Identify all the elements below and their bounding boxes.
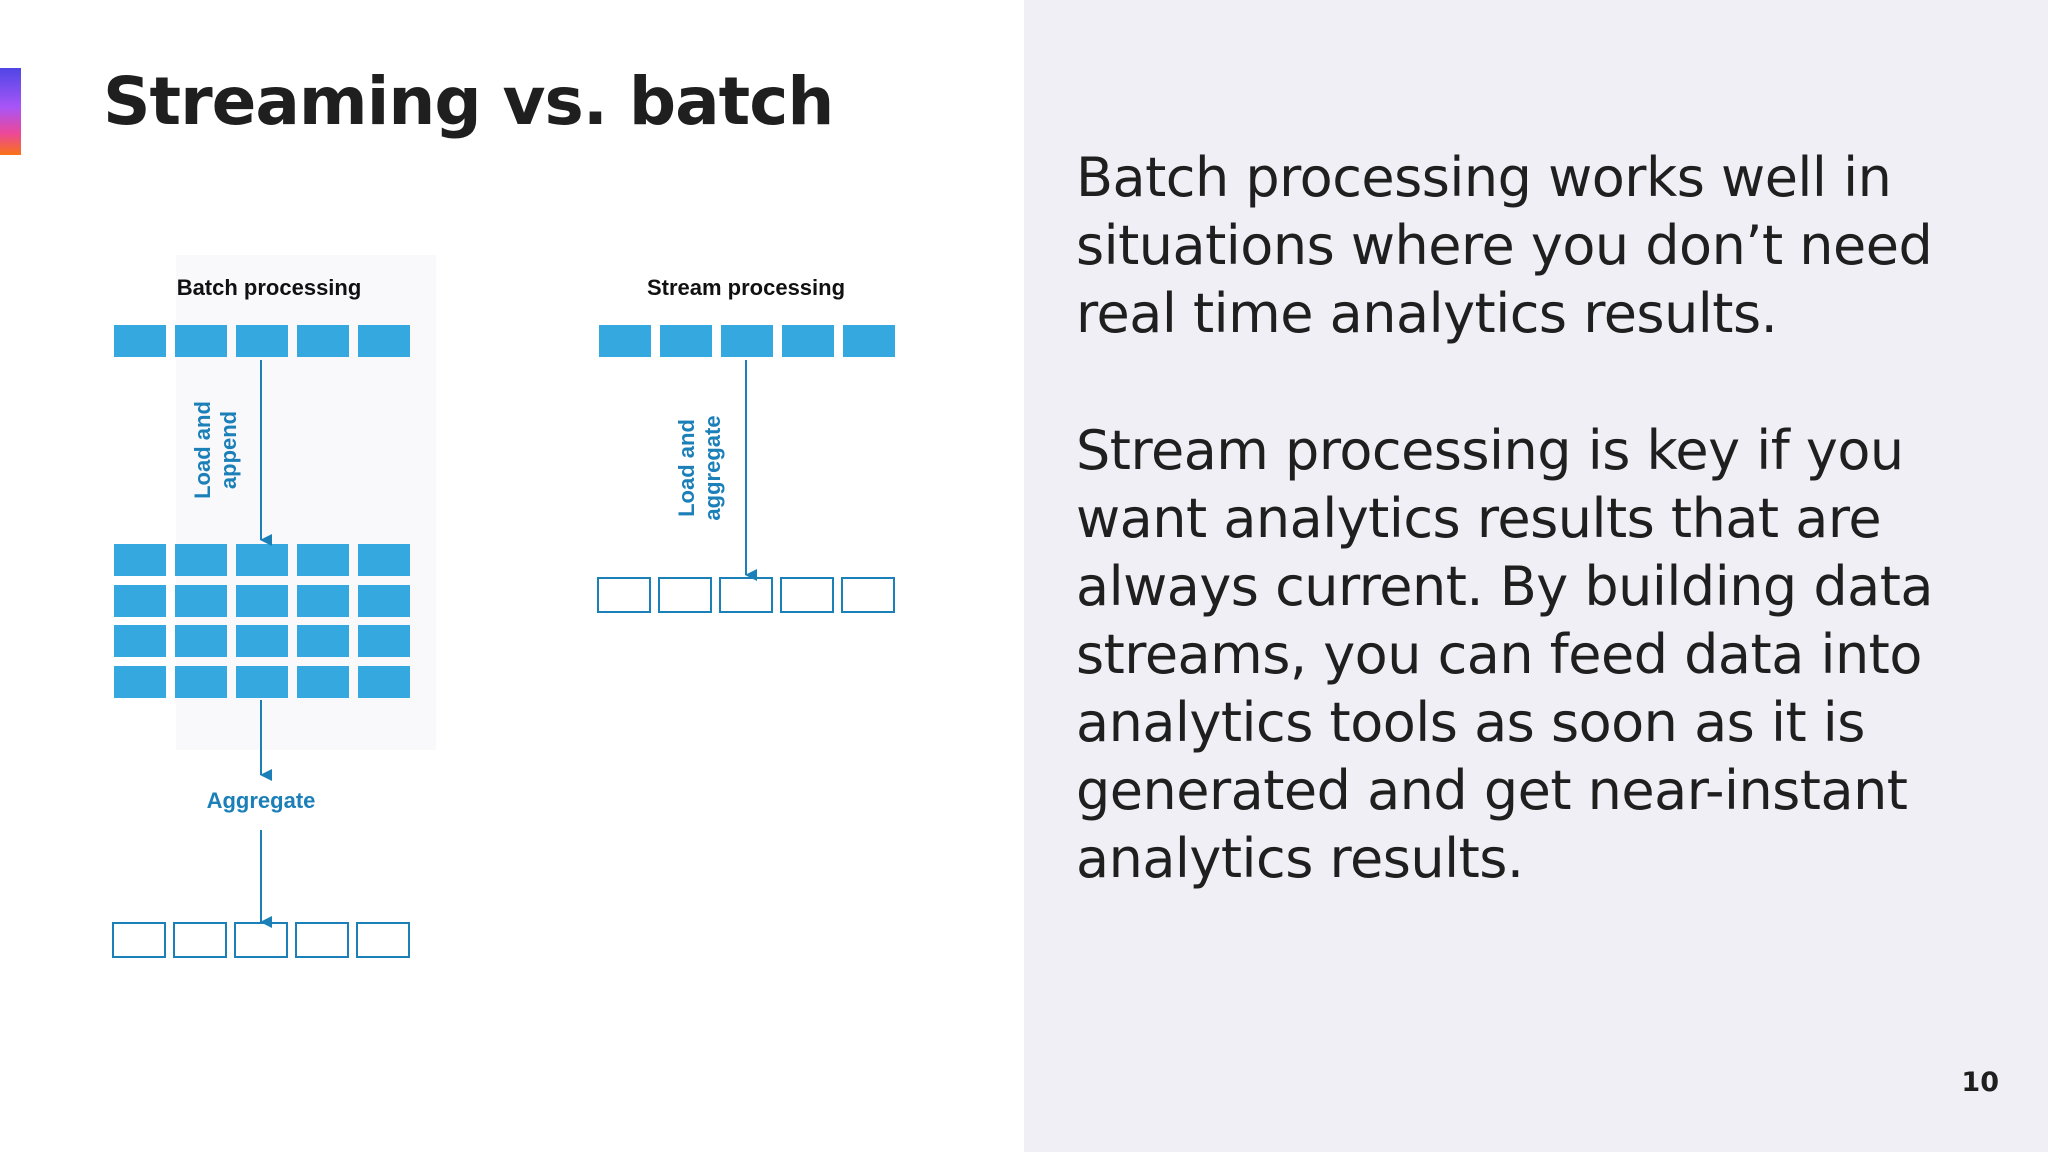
data-block <box>358 544 410 576</box>
stream-output-blocks <box>597 577 895 613</box>
data-block <box>297 666 349 698</box>
data-block <box>114 325 166 357</box>
result-block <box>719 577 773 613</box>
data-block <box>236 325 288 357</box>
data-block <box>297 585 349 617</box>
result-block <box>295 922 349 958</box>
data-block <box>297 325 349 357</box>
batch-input-blocks <box>114 325 410 357</box>
result-block <box>658 577 712 613</box>
data-block <box>843 325 895 357</box>
svg-text:Load and: Load and <box>190 401 215 499</box>
stream-description: Stream processing is key if you want ana… <box>1076 419 1934 890</box>
result-block <box>841 577 895 613</box>
data-block <box>297 625 349 657</box>
data-block <box>175 625 227 657</box>
data-block <box>114 544 166 576</box>
slide-title: Streaming vs. batch <box>103 63 834 140</box>
svg-text:aggregate: aggregate <box>700 415 725 520</box>
data-block <box>297 544 349 576</box>
data-block <box>114 666 166 698</box>
processing-diagram: Batch processing Stream processing Load … <box>112 275 895 958</box>
result-block <box>234 922 288 958</box>
data-block <box>358 666 410 698</box>
data-block <box>175 585 227 617</box>
accent-bar <box>0 68 21 155</box>
result-block <box>173 922 227 958</box>
page-number: 10 <box>1961 1067 1999 1098</box>
data-block <box>175 544 227 576</box>
data-block <box>175 325 227 357</box>
svg-text:append: append <box>216 411 241 489</box>
result-block <box>597 577 651 613</box>
batch-step1-label: Load and append <box>190 401 241 499</box>
data-block <box>175 666 227 698</box>
batch-stored-blocks <box>114 544 410 698</box>
batch-heading: Batch processing <box>177 275 362 300</box>
stream-heading: Stream processing <box>647 275 845 300</box>
data-block <box>236 625 288 657</box>
data-block <box>358 585 410 617</box>
data-block <box>782 325 834 357</box>
data-block <box>236 544 288 576</box>
data-block <box>358 625 410 657</box>
batch-step2-label: Aggregate <box>207 788 316 813</box>
data-block <box>236 585 288 617</box>
data-block <box>721 325 773 357</box>
result-block <box>356 922 410 958</box>
stream-input-blocks <box>599 325 895 357</box>
data-block <box>660 325 712 357</box>
data-block <box>114 585 166 617</box>
data-block <box>114 625 166 657</box>
svg-text:Load and: Load and <box>674 419 699 517</box>
data-block <box>599 325 651 357</box>
batch-output-blocks <box>112 922 410 958</box>
batch-description: Batch processing works well in situation… <box>1076 146 1933 345</box>
result-block <box>112 922 166 958</box>
stream-step1-label: Load and aggregate <box>674 415 725 520</box>
result-block <box>780 577 834 613</box>
data-block <box>236 666 288 698</box>
data-block <box>358 325 410 357</box>
text-panel <box>1024 0 2048 1152</box>
